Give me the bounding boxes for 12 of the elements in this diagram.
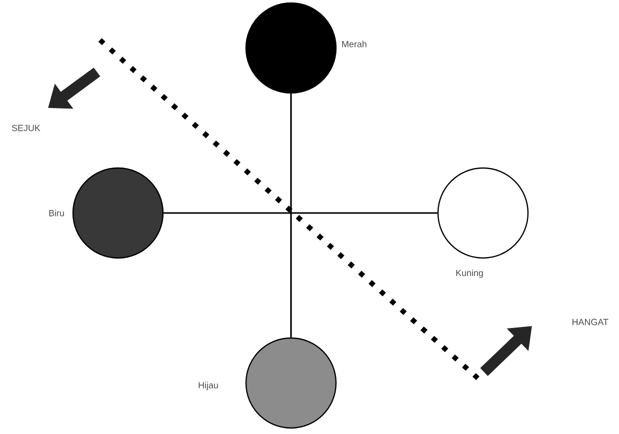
color-circle <box>245 2 337 94</box>
circle-label: Biru <box>49 210 64 216</box>
circle-label: Merah <box>342 40 366 48</box>
circle-label: Hijau <box>198 382 218 390</box>
color-circle <box>245 337 337 429</box>
connector-line <box>290 94 292 338</box>
direction-label: HANGAT <box>572 318 608 326</box>
direction-label: SEJUK <box>12 124 40 132</box>
connector-line <box>164 212 438 214</box>
color-circle <box>437 167 529 259</box>
circle-label: Kuning <box>456 270 483 278</box>
color-circle <box>72 167 164 259</box>
